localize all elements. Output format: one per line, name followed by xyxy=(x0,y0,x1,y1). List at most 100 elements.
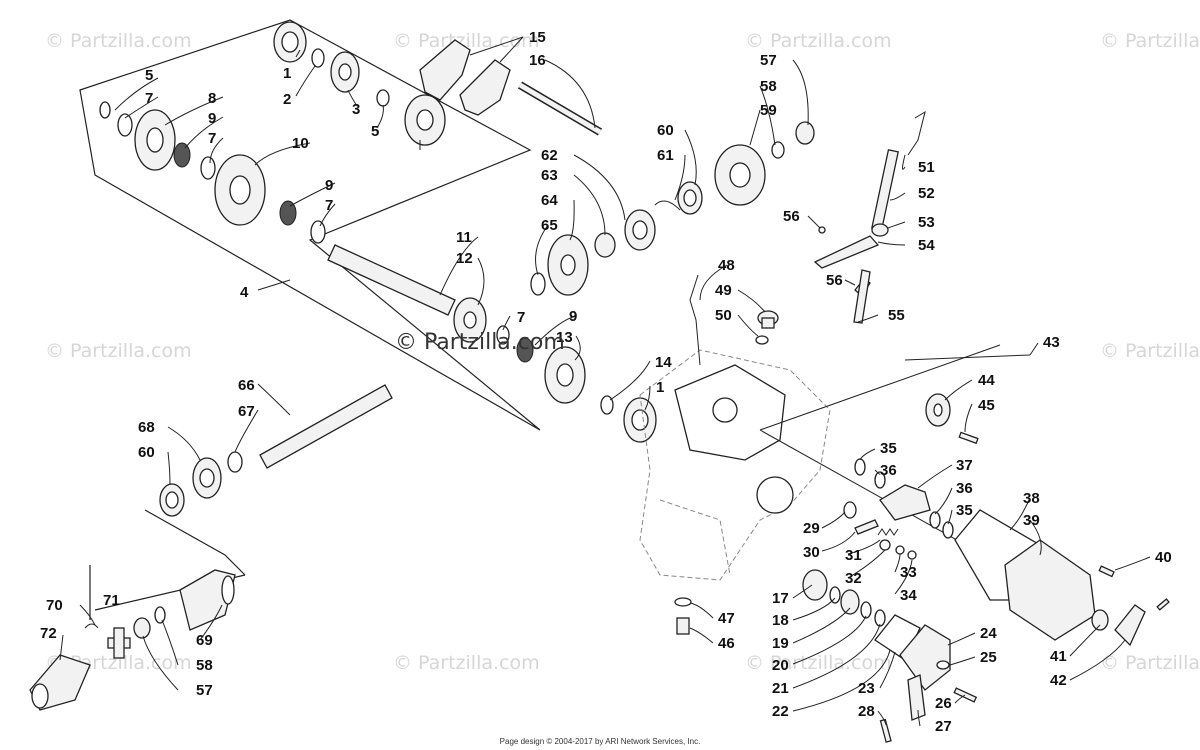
callout-42: 42 xyxy=(1050,672,1067,689)
yoke-69 xyxy=(179,569,236,631)
callout-22: 22 xyxy=(772,703,789,720)
washer-18 xyxy=(829,586,841,604)
callout-2: 2 xyxy=(283,91,291,108)
callout-39: 39 xyxy=(1023,512,1040,529)
callout-35-b: 35 xyxy=(956,502,973,519)
callout-9-c: 9 xyxy=(569,308,577,325)
callout-57-top: 57 xyxy=(760,52,777,69)
seal-17 xyxy=(802,569,828,601)
seal-60 xyxy=(677,181,703,215)
callout-52: 52 xyxy=(918,185,935,202)
callout-7-b: 7 xyxy=(208,130,216,147)
ring-32 xyxy=(879,539,891,551)
fitting-27 xyxy=(907,674,926,721)
callout-50: 50 xyxy=(715,307,732,324)
plug-49 xyxy=(757,310,779,329)
shaft-37 xyxy=(879,484,931,521)
callout-55: 55 xyxy=(888,307,905,324)
callout-37: 37 xyxy=(956,457,973,474)
cross-70 xyxy=(107,627,131,659)
callout-1: 1 xyxy=(656,379,664,396)
transmission-case xyxy=(639,349,831,581)
callout-9: 9 xyxy=(208,110,216,127)
callout-58: 58 xyxy=(196,657,213,674)
callout-49: 49 xyxy=(715,282,732,299)
ring-21 xyxy=(874,609,886,627)
callout-10: 10 xyxy=(292,135,309,152)
clip-5 xyxy=(99,101,111,119)
washer-7-c xyxy=(310,220,326,244)
pin-30 xyxy=(854,519,879,535)
callout-35: 35 xyxy=(880,440,897,457)
callout-46: 46 xyxy=(718,635,735,652)
nut-57 xyxy=(133,617,151,639)
bearing-1 xyxy=(623,397,657,443)
watermark-mid-right: © Partzilla.com xyxy=(1100,340,1200,362)
washer-14 xyxy=(600,395,614,415)
callout-7: 7 xyxy=(145,90,153,107)
shaft-43 xyxy=(904,354,1031,361)
washer-47 xyxy=(674,597,692,607)
ring-33 xyxy=(895,545,905,555)
bearing-1-top xyxy=(273,21,307,63)
clip-61 xyxy=(654,200,681,211)
callout-71: 71 xyxy=(103,592,120,609)
callout-72: 72 xyxy=(40,625,57,642)
washer-7-b xyxy=(200,156,216,180)
gear-44 xyxy=(925,393,951,427)
callout-40: 40 xyxy=(1155,549,1172,566)
callout-29: 29 xyxy=(803,520,820,537)
collar-6 xyxy=(404,94,446,146)
callout-64: 64 xyxy=(541,192,558,209)
callout-21: 21 xyxy=(772,680,789,697)
shaft-66 xyxy=(259,384,393,469)
callout-54: 54 xyxy=(918,237,935,254)
shaft-11 xyxy=(327,244,456,316)
bearing-68 xyxy=(192,457,222,499)
callout-38: 38 xyxy=(1023,490,1040,507)
callout-61: 61 xyxy=(657,147,674,164)
callout-12: 12 xyxy=(456,250,473,267)
plug-46 xyxy=(676,617,690,635)
callout-28: 28 xyxy=(858,703,875,720)
callout-51: 51 xyxy=(918,159,935,176)
callout-62: 62 xyxy=(541,147,558,164)
washer-7 xyxy=(117,113,133,137)
watermark-top-right: © Partzilla.com xyxy=(745,30,892,52)
leader-lines xyxy=(59,36,1151,727)
washer-29 xyxy=(843,501,857,519)
footer-credit: Page design © 2004-2017 by ARI Network S… xyxy=(499,737,701,746)
callout-5: 5 xyxy=(145,67,153,84)
callout-11: 11 xyxy=(456,229,472,246)
bolt-45 xyxy=(958,431,979,445)
callout-25: 25 xyxy=(980,649,997,666)
callout-34: 34 xyxy=(900,587,917,604)
clip-71 xyxy=(84,623,99,629)
clip-5-top xyxy=(376,89,390,107)
seal-60-b xyxy=(159,483,185,517)
callout-45: 45 xyxy=(978,397,995,414)
watermark-top-far-right: © Partzilla.com xyxy=(1100,30,1200,52)
callout-31: 31 xyxy=(845,547,862,564)
washer-36-b xyxy=(929,511,941,529)
callout-47: 47 xyxy=(718,610,735,627)
callout-18: 18 xyxy=(772,612,789,629)
callout-27: 27 xyxy=(935,718,952,735)
gear-13 xyxy=(544,346,586,404)
callout-68: 68 xyxy=(138,419,155,436)
ring-20 xyxy=(860,601,872,619)
callout-7-d: 7 xyxy=(517,309,525,326)
callout-3: 3 xyxy=(352,101,360,118)
callout-58-top: 58 xyxy=(760,78,777,95)
washer-50 xyxy=(755,335,769,345)
group-bracket-4 xyxy=(79,19,541,431)
cover-39 xyxy=(1004,539,1096,641)
callout-1-top: 1 xyxy=(283,65,291,82)
callout-20: 20 xyxy=(772,657,789,674)
lever-54 xyxy=(813,235,880,269)
watermark-top-center: © Partzilla.com xyxy=(393,30,540,52)
callout-53: 53 xyxy=(918,214,935,231)
callout-7-c: 7 xyxy=(325,197,333,214)
needle-bearing-9 xyxy=(173,142,191,168)
